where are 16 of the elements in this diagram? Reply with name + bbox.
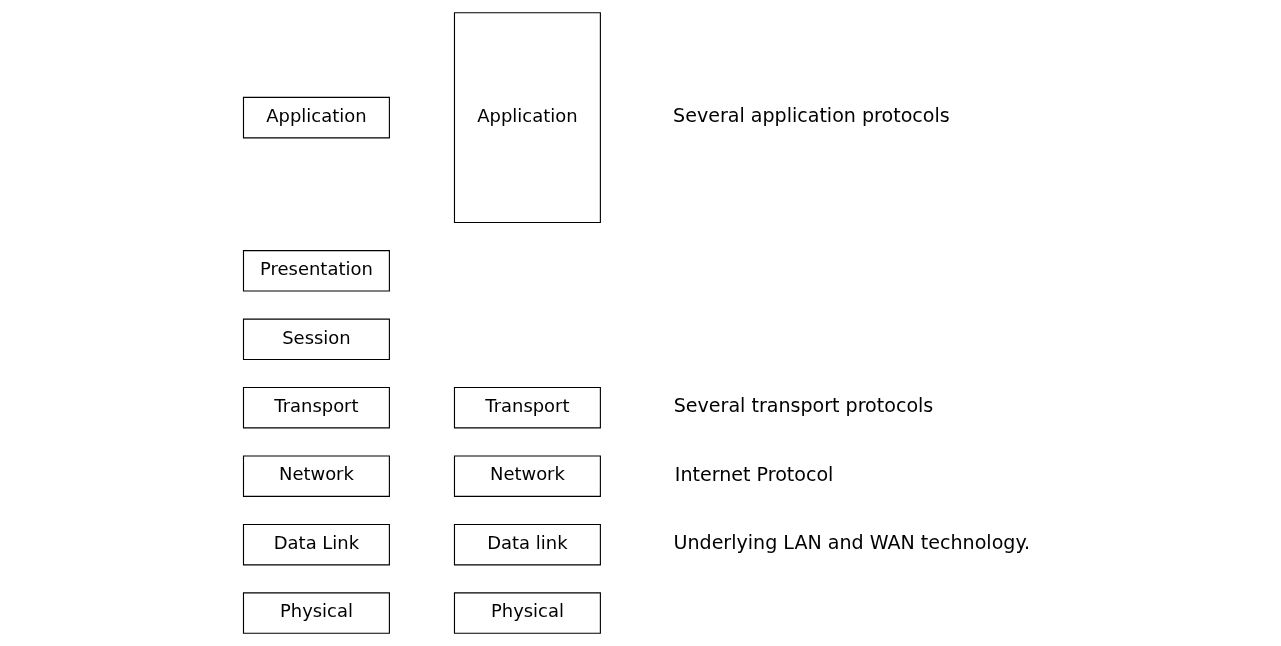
node-box: Transport (453, 386, 601, 429)
node-box: Data link (453, 523, 601, 566)
node-box: Session (242, 318, 390, 361)
label: Several transport protocols (673, 394, 934, 417)
label: Several application protocols (673, 104, 950, 127)
node-box: Network (242, 455, 390, 497)
node-box: Transport (242, 386, 390, 429)
node-box: Application (242, 96, 390, 139)
node-box: Data Link (242, 523, 390, 566)
label: Underlying LAN and WAN technology. (673, 531, 1031, 554)
node-box: Application (453, 12, 601, 224)
label: Internet Protocol (674, 462, 834, 485)
node-box: Physical (242, 592, 390, 634)
node-box: Physical (453, 592, 601, 634)
node-box: Presentation (242, 250, 390, 292)
node-box: Network (453, 455, 601, 497)
